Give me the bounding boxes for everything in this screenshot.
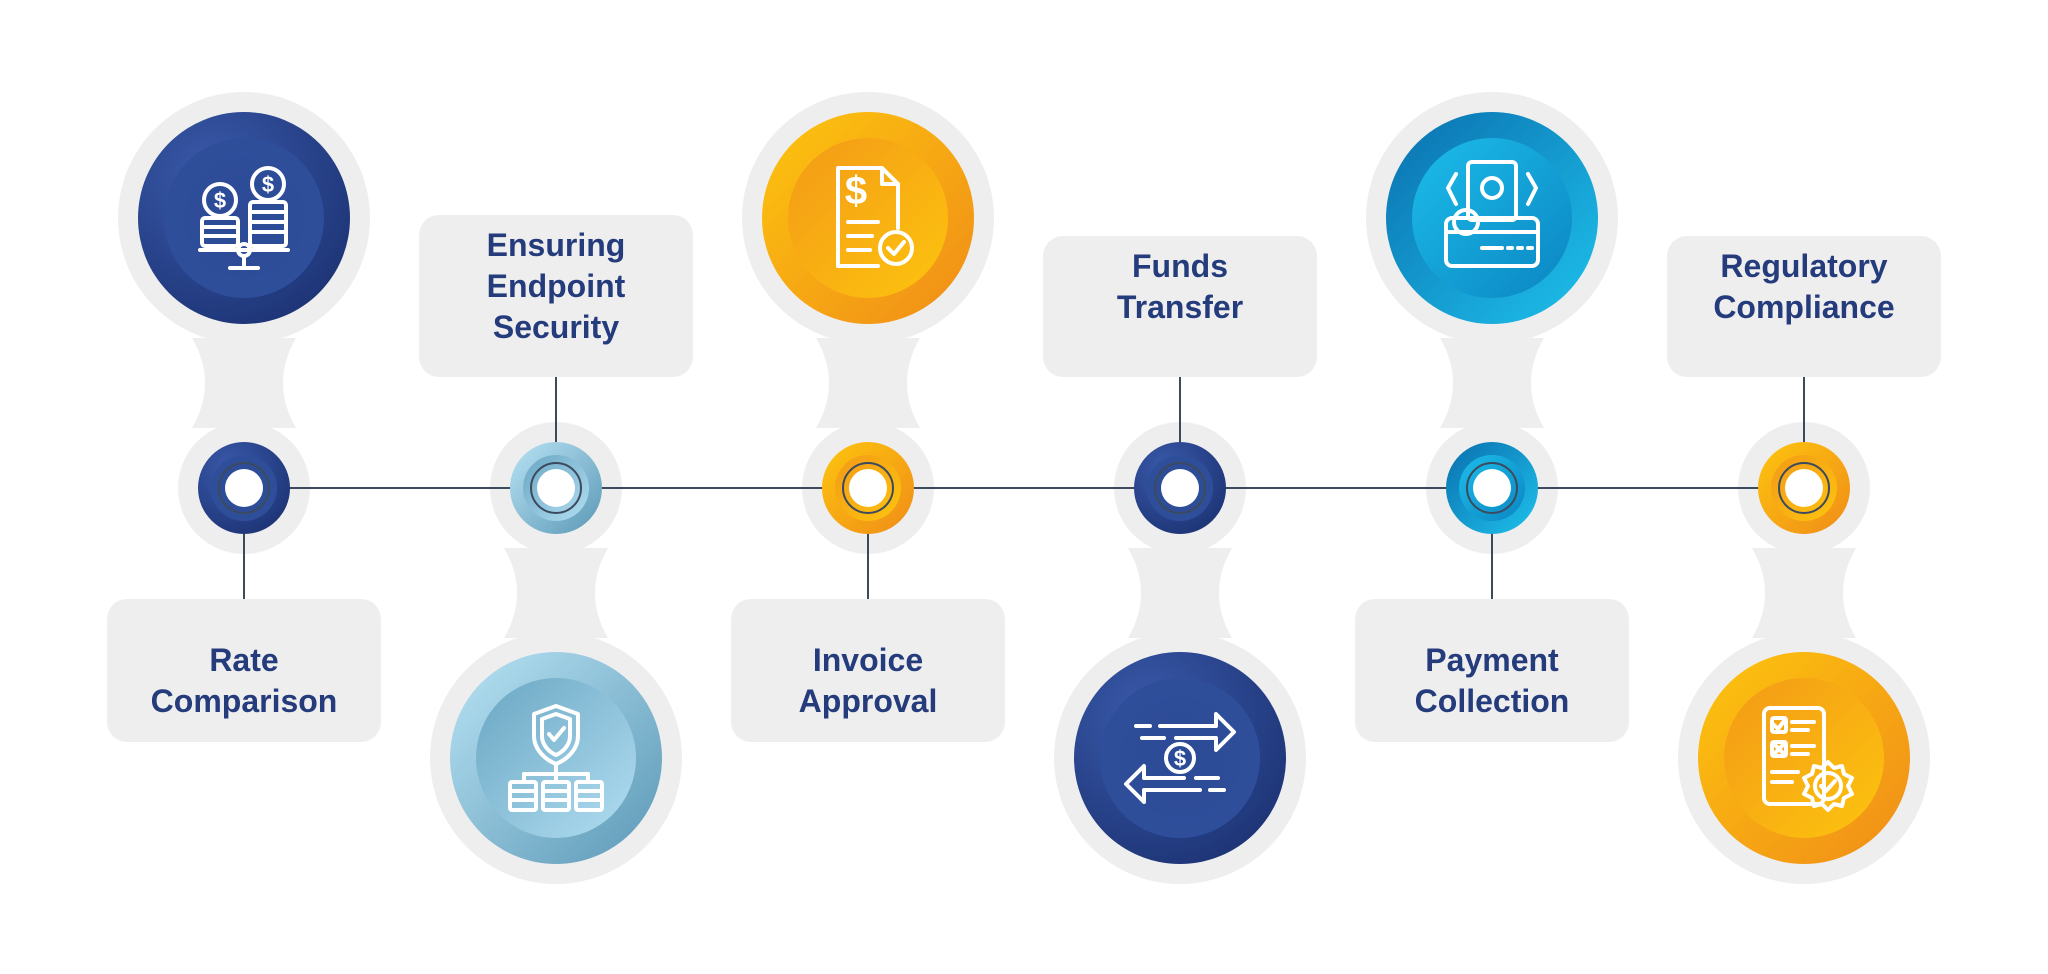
step-label-line: Approval [798,683,938,719]
step-label-line: Rate [209,642,279,678]
step-label-line: Transfer [1116,289,1244,325]
icon-circle [450,652,662,864]
timeline-node [510,442,602,534]
icon-circle [1698,652,1910,864]
timeline-node [822,442,914,534]
icon-circle [1074,652,1286,864]
timeline-node [1758,442,1850,534]
step-label-line: Regulatory [1720,248,1888,284]
step-label-line: Ensuring [486,227,626,263]
step-label-line: Compliance [1713,289,1895,325]
step-label-line: Funds [1132,248,1228,284]
step-label-line: Collection [1414,683,1570,719]
icon-circle [762,112,974,324]
step-label-line: Endpoint [486,268,626,304]
step-label-line: Payment [1425,642,1559,678]
timeline-node [198,442,290,534]
step-label-line: Comparison [150,683,338,719]
step-label-line: Invoice [812,642,924,678]
icon-circle [1386,112,1598,324]
timeline-node [1446,442,1538,534]
step-label-line: Security [492,309,620,345]
icon-circle [138,112,350,324]
timeline-node [1134,442,1226,534]
